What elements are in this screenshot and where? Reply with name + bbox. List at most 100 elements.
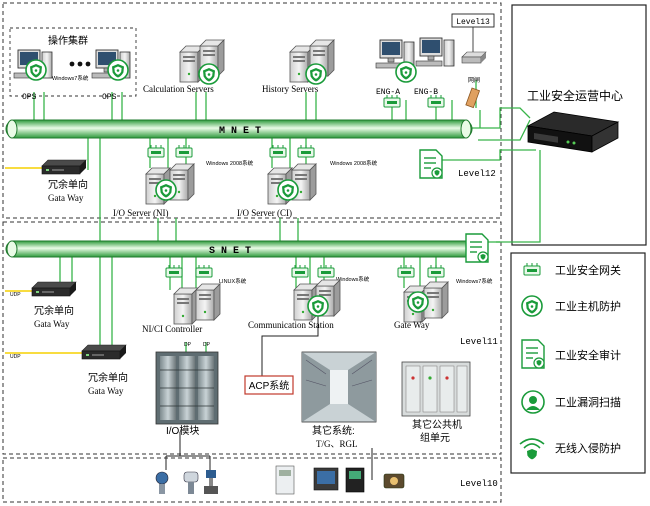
gw-gateway-b-icon bbox=[427, 264, 445, 278]
history-servers-label: History Servers bbox=[262, 84, 319, 94]
field-device-sensor-icon bbox=[383, 473, 405, 489]
l12-audit-icon bbox=[419, 149, 443, 179]
win7-gw-label: Windows7系统 bbox=[456, 277, 493, 285]
gatebox-label: 网闸 bbox=[468, 76, 480, 84]
operator-cluster-box bbox=[9, 27, 137, 97]
public-unit-line1: 其它公共机 bbox=[412, 418, 462, 431]
server-room-image bbox=[301, 351, 377, 423]
ops-left-label: OPS bbox=[22, 93, 37, 102]
io-ci-gateway-b-icon bbox=[297, 144, 315, 158]
legend-label-audit: 工业安全审计 bbox=[555, 348, 621, 362]
eng-shield-icon bbox=[395, 61, 417, 83]
udp-label-2: UDP bbox=[10, 354, 21, 360]
io-module-label: I/O模块 bbox=[166, 425, 199, 437]
level13-label: Level13 bbox=[456, 18, 490, 27]
io-server-ci-shield-icon bbox=[277, 179, 299, 201]
win-comm-label: Windows系统 bbox=[336, 275, 370, 283]
yellow-links bbox=[5, 167, 82, 354]
win2008-ci-label: Windows 2008系统 bbox=[330, 159, 378, 167]
udp-label-1: UDP bbox=[10, 292, 21, 298]
gate-way-shield-icon bbox=[407, 291, 429, 313]
linux-label: LINUX系统 bbox=[219, 277, 247, 285]
ops-right-shield-icon bbox=[107, 59, 129, 81]
gateway-l12-title: 冗余单向 bbox=[48, 178, 88, 191]
gateway-l11b-title: 冗余单向 bbox=[88, 371, 128, 384]
legend-label-gateway: 工业安全网关 bbox=[555, 263, 621, 277]
dp-label-1: DP bbox=[184, 342, 192, 348]
level11-zone bbox=[2, 221, 502, 455]
field-device-transmitter-1-icon bbox=[155, 471, 169, 494]
comm-station-label: Communication Station bbox=[248, 320, 334, 330]
ops-left-shield-icon bbox=[25, 59, 47, 81]
gatebox-icon bbox=[465, 87, 481, 109]
legend-zone bbox=[510, 252, 646, 474]
eng-b-label: ENG-B bbox=[414, 88, 438, 97]
level12-label: Level12 bbox=[458, 169, 496, 179]
win7-top-label: Windows7系统 bbox=[52, 74, 89, 82]
soc-zone bbox=[511, 4, 647, 246]
switchgear-image bbox=[401, 361, 471, 417]
operator-cluster-label: 操作集群 bbox=[48, 34, 88, 47]
level11-label: Level11 bbox=[460, 337, 498, 347]
other-system-line1: 其它系统: bbox=[312, 424, 355, 437]
gateway-l11a-title: 冗余单向 bbox=[34, 304, 74, 317]
legend-item-host: 工业主机防护 bbox=[521, 295, 621, 317]
field-links bbox=[165, 316, 373, 480]
gw-gateway-a-icon bbox=[397, 264, 415, 278]
legend-item-vuln: 工业漏洞扫描 bbox=[521, 390, 621, 414]
acp-label: ACP系统 bbox=[249, 379, 290, 392]
snet-label: S N E T bbox=[209, 246, 251, 257]
level10-zone bbox=[2, 457, 502, 503]
history-servers-shield-icon bbox=[305, 63, 327, 85]
calc-servers-shield-icon bbox=[198, 63, 220, 85]
io-server-ni-label: I/O Server (NI) bbox=[113, 208, 168, 218]
comm-station-shield-icon bbox=[307, 295, 329, 317]
calc-servers-label: Calculation Servers bbox=[143, 84, 214, 94]
eng-a-label: ENG-A bbox=[376, 88, 400, 97]
gateway-l11a-sub: Gata Way bbox=[34, 319, 70, 329]
ellipsis-dots bbox=[69, 61, 91, 67]
field-device-panel-icon bbox=[345, 467, 365, 493]
gateway-l11b-icon bbox=[81, 344, 127, 360]
wireless-icon bbox=[519, 438, 545, 460]
nici-controller-label: NI/CI Controller bbox=[142, 324, 202, 334]
audit-icon bbox=[521, 339, 545, 369]
io-ni-gateway-b-icon bbox=[175, 144, 193, 158]
nici-gateway-b-icon bbox=[195, 264, 213, 278]
eng-b-workstation bbox=[415, 37, 455, 67]
dp-label-2: DP bbox=[203, 342, 211, 348]
gateway-icon bbox=[523, 262, 541, 276]
soc-label: 工业安全运营中心 bbox=[527, 88, 623, 103]
host-protection-icon bbox=[521, 295, 543, 317]
comm-gateway-a-icon bbox=[291, 264, 309, 278]
legend-item-audit: 工业安全审计 bbox=[521, 339, 621, 369]
gateway-l11b-sub: Gata Way bbox=[88, 386, 124, 396]
legend-item-wireless: 无线入侵防护 bbox=[519, 438, 621, 460]
mnet-label: M N E T bbox=[219, 126, 261, 137]
field-device-valve-icon bbox=[204, 470, 218, 494]
level10-label: Level10 bbox=[460, 479, 498, 489]
io-server-ci-label: I/O Server (CI) bbox=[237, 208, 292, 218]
vuln-scan-icon bbox=[521, 390, 545, 414]
nici-controller bbox=[173, 283, 221, 325]
legend-item-gateway: 工业安全网关 bbox=[523, 262, 621, 277]
comm-gateway-b-icon bbox=[317, 264, 335, 278]
snet-bus: S N E T bbox=[5, 240, 489, 258]
nici-gateway-a-icon bbox=[165, 264, 183, 278]
level12-zone bbox=[2, 2, 502, 219]
gateway-l11a-icon bbox=[31, 281, 77, 297]
field-device-monitor-icon bbox=[313, 467, 339, 491]
soc-appliance-icon bbox=[526, 111, 620, 153]
other-system-line2: T/G、RGL bbox=[316, 439, 358, 449]
l11-audit-icon bbox=[465, 233, 489, 263]
field-device-meter-icon bbox=[275, 465, 295, 495]
legend-label-wireless: 无线入侵防护 bbox=[555, 441, 621, 455]
legend-label-vuln: 工业漏洞扫描 bbox=[555, 395, 621, 409]
win2008-ni-label: Windows 2008系统 bbox=[206, 159, 254, 167]
legend-label-host: 工业主机防护 bbox=[555, 299, 621, 313]
gateway-l12-icon bbox=[41, 159, 87, 175]
acp-box bbox=[244, 375, 294, 395]
gate-way-label: Gate Way bbox=[394, 320, 430, 330]
public-unit-line2: 组单元 bbox=[420, 431, 450, 444]
